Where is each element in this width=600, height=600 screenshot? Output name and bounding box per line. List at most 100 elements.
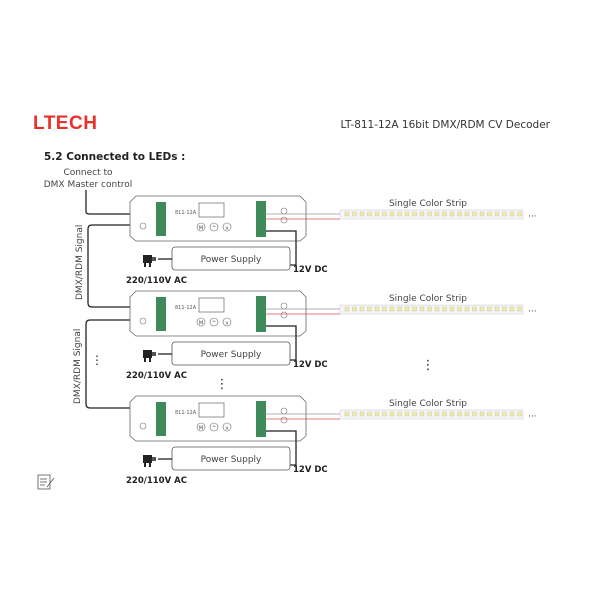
strip-label: Single Color Strip <box>389 199 467 209</box>
decoder-unit-3: 811-12A ··· Single Color Strip Power Sup… <box>126 395 537 486</box>
led-chip <box>382 411 387 417</box>
mode-button[interactable] <box>196 317 206 327</box>
mode-button[interactable] <box>196 422 206 432</box>
master-note-line1: Connect to <box>63 168 113 178</box>
master-note-line2: DMX Master control <box>44 180 133 190</box>
led-chip <box>412 306 417 312</box>
continuation-dots: ⋮ <box>91 353 103 367</box>
led-chip <box>494 411 500 417</box>
up-button[interactable] <box>209 222 219 232</box>
led-chip <box>359 211 365 217</box>
led-chip <box>449 306 455 312</box>
led-chip <box>404 411 410 417</box>
note-icon <box>37 474 55 490</box>
led-chip <box>472 411 477 417</box>
led-chip <box>434 211 440 217</box>
led-chip <box>359 411 365 417</box>
led-chip <box>427 211 432 217</box>
led-chip <box>374 306 380 312</box>
led-chip <box>434 306 440 312</box>
led-chip <box>344 411 350 417</box>
led-chip <box>479 211 485 217</box>
led-chip <box>509 211 515 217</box>
down-button[interactable] <box>222 222 232 232</box>
strip-more-dots: ··· <box>528 412 537 422</box>
led-chip <box>397 306 402 312</box>
down-button[interactable] <box>222 422 232 432</box>
plug-icon <box>143 455 156 467</box>
down-button[interactable] <box>222 317 232 327</box>
ac-input-label: 220/110V AC <box>126 476 187 486</box>
led-chip <box>487 306 492 312</box>
led-chip <box>464 211 470 217</box>
plug-icon <box>143 255 156 267</box>
mode-button[interactable] <box>196 222 206 232</box>
led-chip <box>442 211 447 217</box>
led-chip <box>352 306 357 312</box>
led-chip <box>427 306 432 312</box>
up-button[interactable] <box>209 317 219 327</box>
led-chip <box>517 211 522 217</box>
led-chip <box>367 411 372 417</box>
decoder-unit-2: 811-12A ··· Single Color Strip Power Sup… <box>126 290 537 381</box>
led-chip <box>419 306 425 312</box>
led-chip <box>517 411 522 417</box>
plug-icon <box>143 350 156 362</box>
led-chip <box>382 306 387 312</box>
signal-label-1: DMX/RDM Signal <box>75 225 85 300</box>
model-label: 811-12A <box>175 410 197 416</box>
led-chip <box>464 411 470 417</box>
led-chip <box>472 306 477 312</box>
up-button[interactable] <box>209 422 219 432</box>
model-label: 811-12A <box>175 210 197 216</box>
output-terminal <box>256 401 266 437</box>
strip-label: Single Color Strip <box>389 294 467 304</box>
led-chip <box>509 306 515 312</box>
section-heading: 5.2 Connected to LEDs : <box>44 151 185 163</box>
power-supply-label: Power Supply <box>201 255 262 265</box>
led-chip <box>442 306 447 312</box>
led-chip <box>344 211 350 217</box>
led-chip <box>487 411 492 417</box>
led-chip <box>419 211 425 217</box>
signal-label-2: DMX/RDM Signal <box>73 329 83 404</box>
led-chip <box>389 211 395 217</box>
led-chip <box>442 411 447 417</box>
led-chip <box>412 411 417 417</box>
led-chip <box>344 306 350 312</box>
led-chip <box>494 211 500 217</box>
led-chip <box>494 306 500 312</box>
led-chip <box>502 411 507 417</box>
dc-output-label: 12V DC <box>293 265 328 275</box>
mode-button-label: M <box>199 426 203 432</box>
led-chip <box>457 411 462 417</box>
led-chip <box>434 411 440 417</box>
ac-input-label: 220/110V AC <box>126 276 187 286</box>
led-chip <box>449 211 455 217</box>
power-supply-label: Power Supply <box>201 455 262 465</box>
led-chip <box>457 306 462 312</box>
led-chip <box>382 211 387 217</box>
led-chip <box>367 306 372 312</box>
led-chip <box>374 211 380 217</box>
continuation-dots: ⋮ <box>216 377 229 392</box>
output-terminal <box>256 296 266 332</box>
led-chip <box>464 306 470 312</box>
power-supply-label: Power Supply <box>201 350 262 360</box>
led-chip <box>397 211 402 217</box>
led-chip <box>487 211 492 217</box>
mode-button-label: M <box>199 321 203 327</box>
led-chip <box>404 211 410 217</box>
up-button-label: ^ <box>212 226 216 232</box>
led-chip <box>352 211 357 217</box>
led-chip <box>472 211 477 217</box>
continuation-dots: ⋮ <box>422 358 435 373</box>
led-chip <box>367 211 372 217</box>
led-chip <box>479 306 485 312</box>
down-button-label: v <box>226 426 229 432</box>
decoder-unit-1: 811-12A ··· Single Color Strip Power Sup… <box>126 195 537 286</box>
ac-input-label: 220/110V AC <box>126 371 187 381</box>
led-chip <box>374 411 380 417</box>
input-terminal <box>156 202 166 236</box>
led-chip <box>449 411 455 417</box>
